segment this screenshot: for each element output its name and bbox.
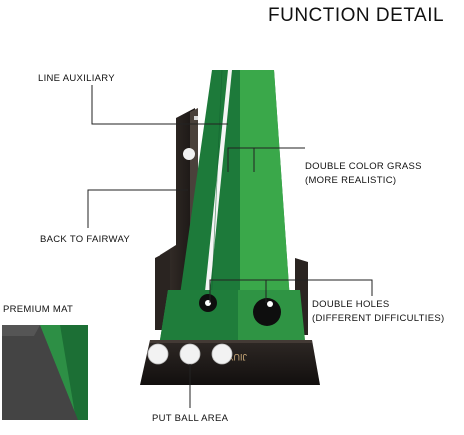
label-back-to-fairway: BACK TO FAIRWAY xyxy=(40,234,131,245)
fairway xyxy=(175,69,292,331)
label-line-auxiliary: LINE AUXILIARY xyxy=(38,73,115,84)
auxiliary-line xyxy=(201,70,232,330)
label-double-holes: DOUBLE HOLES xyxy=(312,299,390,310)
golf-ball-icon xyxy=(183,148,195,160)
golf-ball-icon xyxy=(179,343,201,365)
callout-double-holes xyxy=(209,279,373,303)
label-double-color-grass: DOUBLE COLOR GRASS xyxy=(305,161,422,172)
putting-base: JIUYIBG xyxy=(140,250,320,385)
label-different-difficulties: (DIFFERENT DIFFICULTIES) xyxy=(312,313,445,324)
callout-line-auxiliary xyxy=(91,85,228,125)
hole-right xyxy=(253,298,281,326)
premium-mat-sample xyxy=(2,325,88,420)
page-title: FUNCTION DETAIL xyxy=(268,5,445,26)
callout-double-grass xyxy=(227,147,305,172)
label-premium-mat: PREMIUM MAT xyxy=(3,304,74,315)
ball-tray xyxy=(147,148,233,365)
light-grass-strip xyxy=(240,70,292,330)
golf-ball-icon xyxy=(147,343,169,365)
label-more-realistic: (MORE REALISTIC) xyxy=(305,175,397,186)
callout-back-to-fairway xyxy=(87,189,188,228)
golf-ball-icon xyxy=(211,343,233,365)
callout-lines xyxy=(87,85,373,408)
label-put-ball-area: PUT BALL AREA xyxy=(152,413,229,424)
